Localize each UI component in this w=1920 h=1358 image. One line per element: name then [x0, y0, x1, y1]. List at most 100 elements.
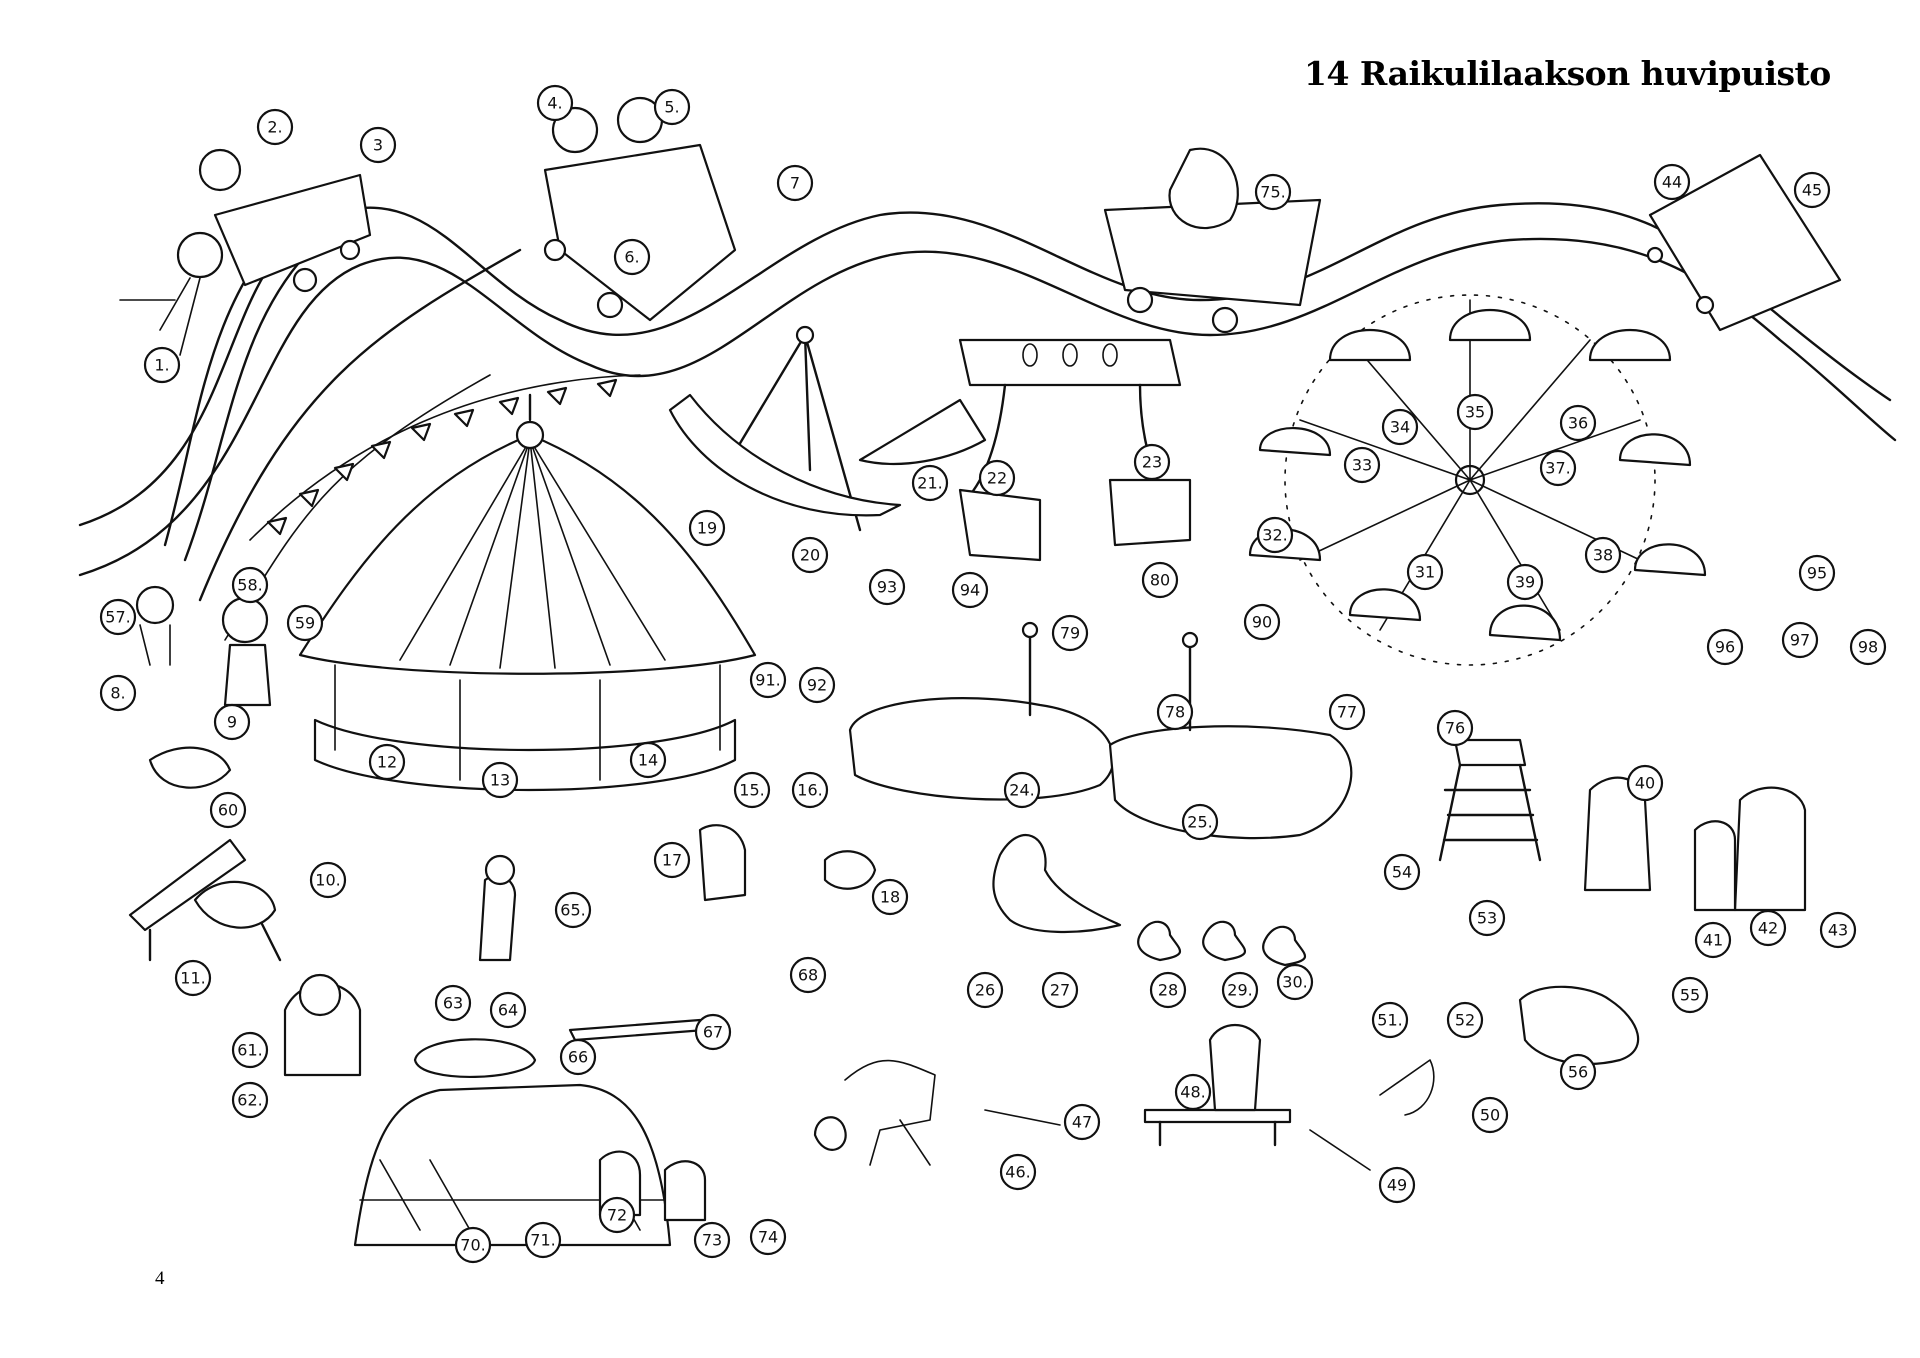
marker-circle: [1819, 911, 1857, 949]
marker-circle: [776, 164, 814, 202]
marker-label: 77: [1337, 703, 1357, 722]
marker-circle: [868, 568, 906, 606]
marker-circle: [1003, 771, 1041, 809]
number-marker: 73: [693, 1221, 731, 1259]
number-marker: 4.: [536, 84, 574, 122]
marker-label: 41: [1703, 931, 1723, 950]
number-marker: 8.: [99, 674, 137, 712]
ice-cream-stand: [353, 1038, 672, 1247]
number-marker: 42: [1749, 909, 1787, 947]
number-marker: 57.: [99, 598, 137, 636]
marker-label: 18: [880, 888, 900, 907]
marker-label: 24.: [1009, 781, 1034, 800]
number-marker: 79: [1051, 614, 1089, 652]
marker-circle: [231, 1031, 269, 1069]
marker-label: 12: [377, 753, 397, 772]
marker-circle: [951, 571, 989, 609]
number-marker: 75.: [1254, 173, 1292, 211]
marker-circle: [613, 238, 651, 276]
coaster-car-middle: [1103, 147, 1322, 334]
page-number: 4: [155, 1268, 165, 1289]
number-marker: 20: [791, 536, 829, 574]
number-marker: 80: [1141, 561, 1179, 599]
swing-ride: [668, 325, 987, 532]
number-marker: 61.: [231, 1031, 269, 1069]
marker-label: 28: [1158, 981, 1178, 1000]
marker-label: 50: [1480, 1106, 1500, 1125]
marker-label: 36: [1568, 414, 1588, 433]
marker-label: 49: [1387, 1176, 1407, 1195]
number-marker: 14: [629, 741, 667, 779]
marker-circle: [653, 841, 691, 879]
marker-circle: [1446, 1001, 1484, 1039]
number-marker: 6.: [613, 238, 651, 276]
marker-circle: [1221, 971, 1259, 1009]
bunting-flags: [249, 374, 641, 541]
number-marker: 55: [1671, 976, 1709, 1014]
marker-circle: [454, 1226, 492, 1264]
marker-label: 68: [798, 966, 818, 985]
marker-label: 5.: [664, 98, 679, 117]
marker-label: 43: [1828, 921, 1848, 940]
marker-label: 54: [1392, 863, 1412, 882]
number-marker: 53: [1468, 899, 1506, 937]
marker-label: 80: [1150, 571, 1170, 590]
marker-label: 79: [1060, 624, 1080, 643]
marker-label: 94: [960, 581, 980, 600]
marker-label: 35: [1465, 403, 1485, 422]
marker-label: 76: [1445, 719, 1465, 738]
marker-label: 29.: [1227, 981, 1252, 1000]
marker-circle: [693, 1221, 731, 1259]
marker-label: 63: [443, 994, 463, 1013]
number-marker: 27: [1041, 971, 1079, 1009]
marker-label: 53: [1477, 909, 1497, 928]
marker-circle: [1276, 963, 1314, 1001]
marker-label: 15.: [739, 781, 764, 800]
number-marker: 36: [1559, 404, 1597, 442]
marker-circle: [749, 661, 787, 699]
number-marker: 30.: [1276, 963, 1314, 1001]
roller-coaster-track: [78, 202, 1897, 641]
marker-label: 39: [1515, 573, 1535, 592]
number-marker: 34: [1381, 408, 1419, 446]
marker-label: 97: [1790, 631, 1810, 650]
marker-circle: [911, 464, 949, 502]
marker-label: 9: [227, 713, 237, 732]
marker-label: 56: [1568, 1063, 1588, 1082]
marker-circle: [1468, 899, 1506, 937]
number-marker: 93: [868, 568, 906, 606]
marker-label: 1.: [154, 356, 169, 375]
number-marker: 37.: [1539, 449, 1577, 487]
marker-label: 14: [638, 751, 658, 770]
number-marker: 32.: [1256, 516, 1294, 554]
marker-label: 34: [1390, 418, 1410, 437]
number-marker: 62.: [231, 1081, 269, 1119]
number-marker: 91.: [749, 661, 787, 699]
marker-circle: [559, 1038, 597, 1076]
marker-circle: [536, 84, 574, 122]
marker-circle: [143, 346, 181, 384]
coaster-car-left: [119, 148, 372, 356]
number-marker: 56: [1559, 1053, 1597, 1091]
marker-circle: [309, 861, 347, 899]
number-marker: 59: [286, 604, 324, 642]
number-marker: 21.: [911, 464, 949, 502]
marker-label: 66: [568, 1048, 588, 1067]
number-markers: 1.2.34.5.6.78.910.11.12131415.16.1718192…: [99, 84, 1887, 1264]
marker-circle: [653, 88, 691, 126]
number-marker: 9: [213, 703, 251, 741]
page-title: 14 Raikulilaakson huvipuisto: [1304, 54, 1831, 93]
marker-circle: [1653, 163, 1691, 201]
marker-circle: [1371, 1001, 1409, 1039]
marker-label: 33: [1352, 456, 1372, 475]
marker-label: 61.: [237, 1041, 262, 1060]
marker-circle: [798, 666, 836, 704]
marker-label: 27: [1050, 981, 1070, 1000]
number-marker: 7: [776, 164, 814, 202]
number-marker: 13: [481, 761, 519, 799]
marker-label: 32.: [1262, 526, 1287, 545]
marker-circle: [1149, 971, 1187, 1009]
number-marker: 71.: [524, 1221, 562, 1259]
marker-circle: [481, 761, 519, 799]
